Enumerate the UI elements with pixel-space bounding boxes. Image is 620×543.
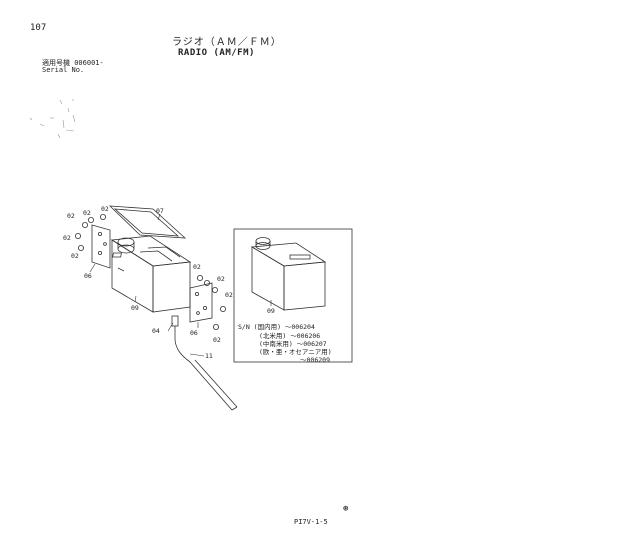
inset-frame <box>233 228 353 363</box>
page-number: 107 <box>30 23 47 33</box>
callout-02: 02 <box>83 209 91 217</box>
title-japanese: ラジオ（ＡＭ／ＦＭ） <box>172 37 282 48</box>
callout-04: 04 <box>152 327 160 335</box>
callout-06: 06 <box>190 329 198 337</box>
serial-label-japanese: 適用号機 006001- <box>42 59 104 67</box>
screws-left <box>75 213 107 251</box>
bracket-06-right <box>189 282 213 323</box>
radio-unit-09 <box>110 235 192 313</box>
leader-lines <box>89 213 272 357</box>
callout-11: 11 <box>205 352 213 360</box>
inset-serial-line: (北米用) ～006206 <box>259 331 320 340</box>
callout-09: 09 <box>131 304 139 312</box>
bracket-06-left <box>91 224 111 269</box>
callout-02: 02 <box>193 263 201 271</box>
callout-02: 02 <box>217 275 225 283</box>
callout-02: 02 <box>71 252 79 260</box>
callout-07: 07 <box>156 207 164 215</box>
callout-02: 02 <box>101 205 109 213</box>
inset-serial-line: (欧・亜・オセアニア用) <box>259 347 332 356</box>
screws-right <box>196 274 226 330</box>
callout-06: 06 <box>84 272 92 280</box>
inset-radio <box>250 237 327 311</box>
antenna-cable <box>171 315 238 411</box>
serial-label-english: Serial No. <box>42 66 85 74</box>
title-english: RADIO (AM/FM) <box>178 48 255 58</box>
callout-02: 02 <box>213 336 221 344</box>
inset-callout-09: 09 <box>267 307 275 315</box>
inset-serial-line: ～006209 <box>300 356 330 364</box>
callout-02: 02 <box>225 291 233 299</box>
callout-02: 02 <box>67 212 75 220</box>
callout-02: 02 <box>63 234 71 242</box>
inset-serial-line: S/N (国内用) ～006204 <box>238 322 315 331</box>
revision-mark: ⊛ <box>343 504 349 514</box>
scan-noise <box>29 99 76 139</box>
footer-code: PI7V-1-5 <box>294 518 328 526</box>
inset-serial-line: (中南米用) ～006207 <box>259 339 327 348</box>
gasket-07 <box>108 205 187 239</box>
